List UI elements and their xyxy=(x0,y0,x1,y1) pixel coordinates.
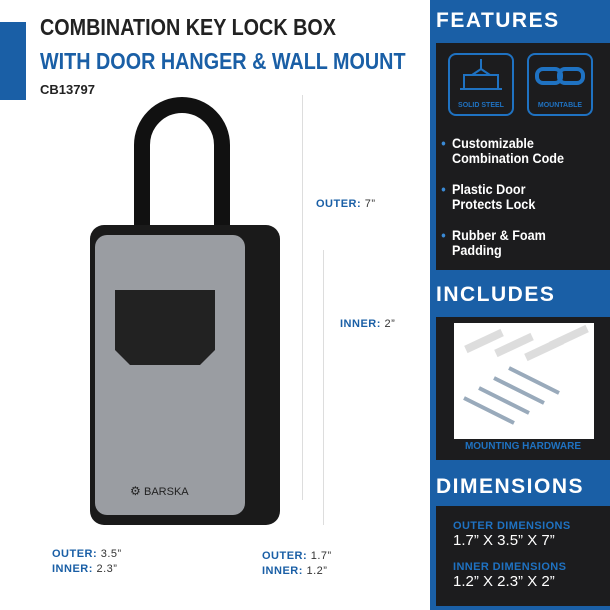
steel-beam-icon: SOLID STEEL xyxy=(448,53,514,116)
svg-text:⚙: ⚙ xyxy=(130,484,141,498)
outer-dimensions-label: OUTER DIMENSIONS xyxy=(453,520,571,532)
dimensions-heading: DIMENSIONS xyxy=(436,475,585,498)
feature-item: Customizable Combination Code xyxy=(441,136,587,166)
sku: CB13797 xyxy=(40,82,95,97)
height-inner-line xyxy=(323,250,324,525)
title-line-2: WITH DOOR HANGER & WALL MOUNT xyxy=(40,48,406,74)
width-inner-label: INNER: 2.3” xyxy=(52,563,118,575)
mounting-hardware-image xyxy=(454,323,594,439)
width-outer-label: OUTER: 3.5” xyxy=(52,548,122,560)
depth-outer-label: OUTER: 1.7” xyxy=(262,550,332,562)
feature-item: Plastic Door Protects Lock xyxy=(441,182,551,212)
includes-caption: MOUNTING HARDWARE xyxy=(464,441,582,452)
depth-inner-label: INNER: 1.2” xyxy=(262,565,328,577)
height-outer-label: OUTER: 7” xyxy=(316,198,376,210)
feature-item: Rubber & Foam Padding xyxy=(441,228,551,258)
includes-box: MOUNTING HARDWARE xyxy=(436,317,610,460)
brand-logo: ⚙BARSKA xyxy=(130,484,189,498)
height-outer-line xyxy=(302,95,303,500)
outer-dimensions-value: 1.7” X 3.5” X 7” xyxy=(453,532,555,549)
inner-dimensions-label: INNER DIMENSIONS xyxy=(453,561,567,573)
lock-box-image: ⚙BARSKA xyxy=(90,97,280,525)
title-line-1: COMBINATION KEY LOCK BOX xyxy=(40,14,336,40)
accent-bar xyxy=(0,22,26,100)
svg-text:BARSKA: BARSKA xyxy=(144,486,189,498)
chain-link-icon: MOUNTABLE xyxy=(527,53,593,116)
info-panel: FEATURES SOLID STEEL MOUNTABLE Customiza… xyxy=(430,0,610,610)
inner-dimensions-value: 1.2” X 2.3” X 2” xyxy=(453,573,555,590)
includes-heading: INCLUDES xyxy=(436,283,556,306)
features-heading: FEATURES xyxy=(436,9,560,32)
dimensions-box: OUTER DIMENSIONS 1.7” X 3.5” X 7” INNER … xyxy=(436,506,610,606)
height-inner-label: INNER: 2” xyxy=(340,318,396,330)
